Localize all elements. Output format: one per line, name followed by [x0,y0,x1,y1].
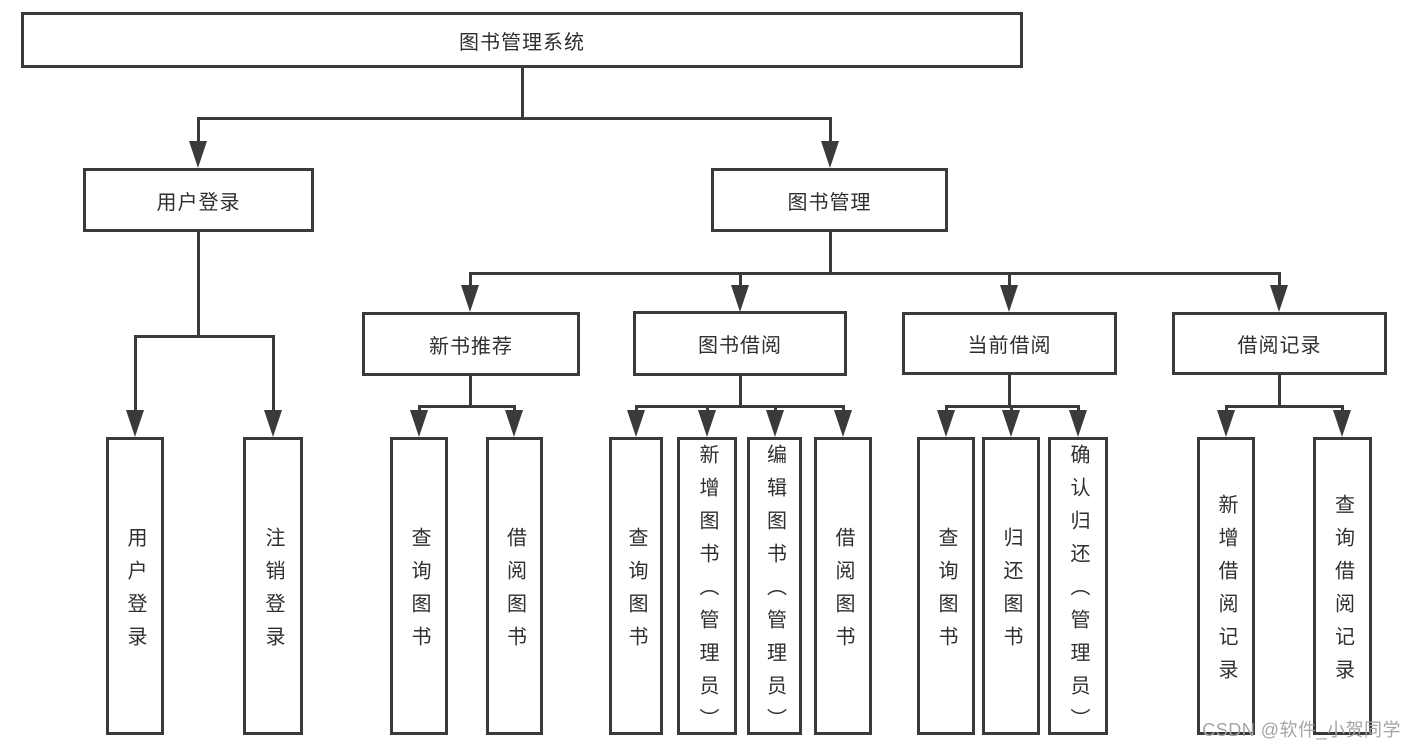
connector-line [1010,405,1013,414]
arrowhead-down-icon [766,410,784,437]
node-add-borrow-record: 新增借阅记录 [1197,437,1255,735]
connector-line [842,405,845,414]
arrowhead-down-icon [731,285,749,312]
arrowhead-down-icon [189,141,207,168]
connector-line [513,405,516,414]
connector-line [521,66,524,119]
node-borrowing-query-books-label: 查询图书 [625,526,647,659]
connector-line [469,272,1281,275]
node-new-book-recommend: 新书推荐 [362,312,580,376]
node-current-borrowing: 当前借阅 [902,312,1117,375]
node-add-books-admin: 新增图书（管理员） [677,437,737,741]
arrowhead-down-icon [461,285,479,312]
arrowhead-down-icon [937,410,955,437]
node-recommend-query-books-label: 查询图书 [408,526,430,659]
node-user-login-action-label: 用户登录 [124,526,146,659]
node-current-borrowing-label: 当前借阅 [967,335,1052,357]
node-library-management-system-label: 图书管理系统 [459,31,585,54]
node-current-query-books: 查询图书 [917,437,975,735]
arrowhead-down-icon [1270,285,1288,312]
arrowhead-down-icon [264,410,282,437]
arrowhead-down-icon [1217,410,1235,437]
connector-line [706,405,709,414]
node-return-books-label: 归还图书 [1000,526,1022,659]
arrowhead-down-icon [821,141,839,168]
node-library-management-system: 图书管理系统 [21,12,1023,68]
node-book-borrowing: 图书借阅 [633,311,847,376]
node-recommend-borrow-books: 借阅图书 [486,437,543,735]
connector-line [635,405,845,408]
node-current-query-books-label: 查询图书 [935,526,957,659]
node-user-login: 用户登录 [83,168,314,232]
node-user-login-label: 用户登录 [156,191,241,214]
node-add-borrow-record-label: 新增借阅记录 [1215,493,1237,692]
connector-line [1278,373,1281,407]
arrowhead-down-icon [698,410,716,437]
arrowhead-down-icon [1002,410,1020,437]
arrowhead-down-icon [410,410,428,437]
arrowhead-down-icon [1333,410,1351,437]
node-borrowing-records-label: 借阅记录 [1237,335,1322,357]
connector-line [945,405,948,414]
connector-line [134,335,137,413]
node-book-management: 图书管理 [711,168,948,232]
node-book-borrowing-label: 图书借阅 [698,335,782,357]
node-new-book-recommend-label: 新书推荐 [429,335,513,358]
connector-line [197,230,200,337]
node-edit-books-admin: 编辑图书（管理员） [747,437,802,741]
node-confirm-return-admin-label: 确认归还（管理员） [1067,444,1089,741]
connector-line [134,335,275,338]
connector-line [1341,405,1344,414]
csdn-watermark: CSDN @软件_小贺同学 [1202,720,1401,740]
node-query-borrow-record-label: 查询借阅记录 [1331,493,1354,692]
connector-line [739,272,742,288]
connector-line [1077,405,1080,414]
node-logout-action-label: 注销登录 [262,526,284,659]
arrowhead-down-icon [1000,285,1018,312]
connector-line [418,405,515,408]
node-user-login-action: 用户登录 [106,437,164,735]
connector-line [418,405,421,414]
connector-line [945,405,1080,408]
node-query-borrow-record: 查询借阅记录 [1313,437,1372,735]
connector-line [469,272,472,288]
node-edit-books-admin-label: 编辑图书（管理员） [763,444,786,741]
arrowhead-down-icon [1069,410,1087,437]
connector-line [1008,373,1011,407]
connector-line [1008,272,1011,288]
node-logout-action: 注销登录 [243,437,303,735]
node-return-books: 归还图书 [982,437,1040,735]
arrowhead-down-icon [505,410,523,437]
node-book-management-label: 图书管理 [787,191,872,214]
connector-line [1225,405,1344,408]
connector-line [774,405,777,414]
connector-line [739,374,742,407]
connector-line [1225,405,1228,414]
arrowhead-down-icon [627,410,645,437]
connector-line [272,335,275,413]
arrowhead-down-icon [126,410,144,437]
connector-line [635,405,638,414]
connector-line [197,117,832,120]
node-borrowing-borrow-books: 借阅图书 [814,437,872,735]
node-borrowing-query-books: 查询图书 [609,437,663,735]
arrowhead-down-icon [834,410,852,437]
connector-line [829,230,832,274]
connector-line [197,117,200,144]
node-confirm-return-admin: 确认归还（管理员） [1048,437,1108,741]
node-borrowing-borrow-books-label: 借阅图书 [832,526,854,659]
node-borrowing-records: 借阅记录 [1172,312,1387,375]
node-recommend-borrow-books-label: 借阅图书 [503,526,526,659]
connector-line [1278,272,1281,288]
node-add-books-admin-label: 新增图书（管理员） [696,444,718,741]
node-recommend-query-books: 查询图书 [390,437,448,735]
connector-line [469,374,472,407]
connector-line [829,117,832,144]
